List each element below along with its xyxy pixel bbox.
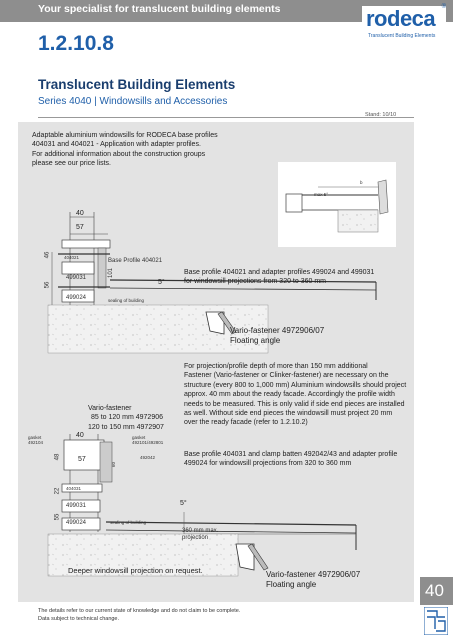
inset-dim-angle: max 5° xyxy=(314,192,329,197)
bottom-fastener-label: Vario-fastener 4972906/07 Floating angle xyxy=(266,570,361,589)
dim-101: 101 xyxy=(108,267,115,279)
top-caption: Base profile 404021 and adapter profiles… xyxy=(184,269,375,286)
bottom-dim-57: 57 xyxy=(78,456,86,463)
intro-text: Adaptable aluminium windowsills for RODE… xyxy=(32,132,218,168)
dim-55: 55 xyxy=(54,513,61,521)
logo-subtext: Translucent Building Elements xyxy=(368,33,436,39)
rodeca-logo: rodeca ® Translucent Building Elements xyxy=(362,4,446,46)
dim-22: 22 xyxy=(54,487,61,495)
top-fastener-label: Vario-fastener 4972906/07 Floating angle xyxy=(230,326,325,345)
bottom-section-diagram xyxy=(47,434,357,577)
header-divider xyxy=(38,117,414,118)
windowsill-section-icon xyxy=(424,607,448,635)
vario-fastener-icon xyxy=(205,311,237,335)
part-499031: 499031 xyxy=(66,275,87,281)
footer-disclaimer: The details refer to our current state o… xyxy=(38,608,241,622)
top-section-diagram xyxy=(47,212,377,354)
part-499024: 499024 xyxy=(66,295,87,301)
detail-inset xyxy=(278,162,396,247)
profile-404021: 404021 xyxy=(64,255,80,260)
base-profile-label: Base Profile 404021 xyxy=(108,258,163,264)
part-492042: 492042 xyxy=(140,455,156,460)
page-title: Translucent Building Elements xyxy=(38,77,236,92)
bottom-angle-5: 5° xyxy=(180,500,187,507)
bottom-caption: Base profile 404031 and clamp batten 492… xyxy=(184,451,398,468)
dim-46: 46 xyxy=(44,251,51,259)
gasket-left: gasket 492104 xyxy=(28,435,44,445)
technical-drawing xyxy=(47,162,396,577)
page-number: 40 xyxy=(425,581,444,600)
dim-40: 40 xyxy=(76,210,84,217)
vario-fastener-icon xyxy=(235,543,269,571)
section-number: 1.2.10.8 xyxy=(38,32,114,55)
dim-57: 57 xyxy=(76,224,84,231)
stand-date: Stand: 10/10 xyxy=(365,112,397,118)
max-projection: 360 mm max. projection xyxy=(182,528,219,541)
dim-60: 60 xyxy=(111,461,117,468)
tagline: Your specialist for translucent building… xyxy=(38,3,281,15)
inset-dim-b: b xyxy=(360,180,363,185)
bottom-part-499031: 499031 xyxy=(66,503,87,509)
projection-note: For projection/profile depth of more tha… xyxy=(184,363,407,427)
bottom-dim-40: 40 xyxy=(76,432,84,439)
content-panel: Adaptable aluminium windowsills for RODE… xyxy=(18,122,414,602)
sealing-label: sealing of building xyxy=(108,298,145,303)
page-number-box: 40 xyxy=(420,577,453,605)
page-subtitle: Series 4040 | Windowsills and Accessorie… xyxy=(38,96,228,107)
logo-wordmark: rodeca xyxy=(366,6,436,31)
deeper-projection-note: Deeper windowsill projection on request. xyxy=(68,566,203,575)
bottom-part-499024: 499024 xyxy=(66,520,87,526)
dim-56: 56 xyxy=(44,281,51,289)
angle-5: 5° xyxy=(158,279,165,286)
dim-48: 48 xyxy=(54,453,61,461)
top-bar: Your specialist for translucent building… xyxy=(0,0,453,22)
vario-fastener-note: Vario-fastener 85 to 120 mm 4972906 120 … xyxy=(88,405,164,431)
bottom-sealing-label: sealing of building xyxy=(110,520,147,525)
part-404031: 404031 xyxy=(66,486,82,491)
logo-registered-mark: ® xyxy=(441,4,446,10)
gasket-right: gasket 492101/492801 xyxy=(132,435,164,445)
